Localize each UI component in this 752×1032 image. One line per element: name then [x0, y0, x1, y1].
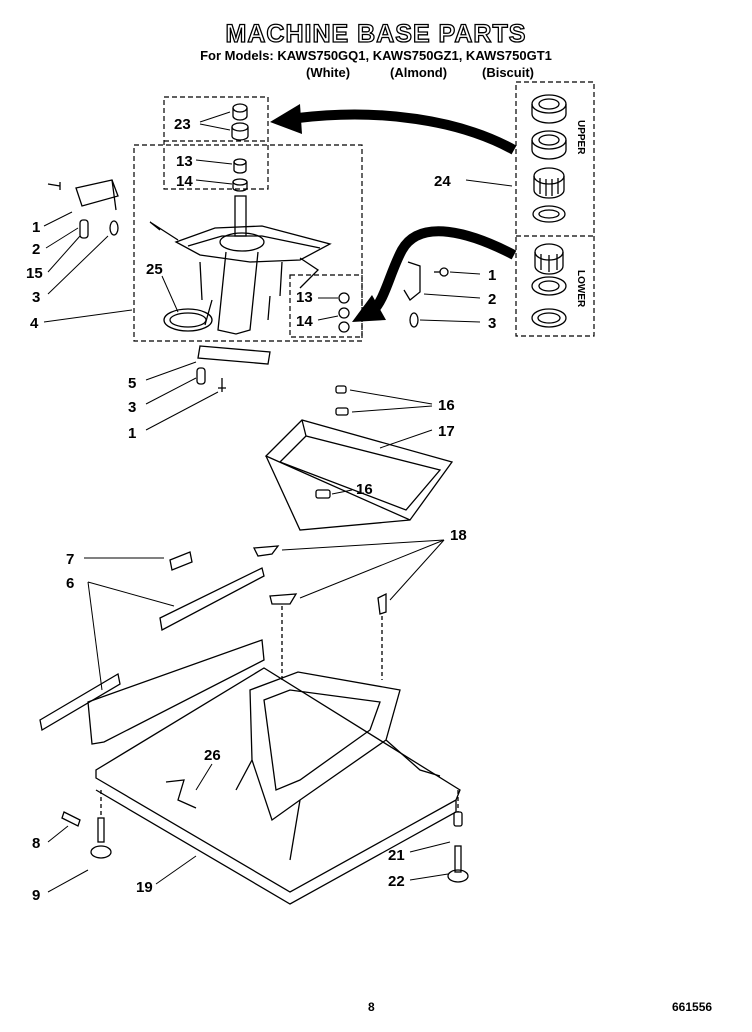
clamp-left	[47, 179, 119, 239]
document-number: 661556	[672, 1000, 713, 1014]
seal-ring	[533, 167, 565, 199]
frame-side-seal-box	[289, 274, 363, 338]
callout-25: 25	[146, 261, 163, 278]
callout-26: 26	[204, 747, 221, 764]
callout-3-right: 3	[488, 315, 496, 332]
seal-ring	[531, 276, 567, 296]
seal-kit-rings: UPPER LOWER	[531, 94, 586, 328]
transfer-arrows	[270, 104, 517, 322]
seal-label-upper: UPPER	[575, 120, 586, 155]
gearcase-assembly	[149, 195, 332, 335]
clamp-right	[403, 261, 449, 328]
callout-15: 15	[26, 265, 43, 282]
model-list: For Models: KAWS750GQ1, KAWS750GZ1, KAWS…	[200, 48, 552, 63]
callout-2-left: 2	[32, 241, 40, 258]
variant-white: (White)	[306, 65, 351, 80]
callout-22: 22	[388, 873, 405, 890]
machine-base	[61, 639, 469, 905]
leader-lines	[43, 111, 513, 893]
callout-9: 9	[32, 887, 40, 904]
callout-19: 19	[136, 879, 153, 896]
callout-3-mid: 3	[128, 399, 136, 416]
callout-16-top: 16	[438, 397, 455, 414]
callout-1-right: 1	[488, 267, 496, 284]
frame-seal-kit-box	[515, 81, 595, 337]
dashed-frames	[133, 81, 595, 342]
strap-assembly	[196, 345, 271, 392]
side-seal-stack	[338, 292, 350, 333]
gasket-ring	[163, 308, 213, 332]
seal-label-lower: LOWER	[575, 270, 586, 308]
seal-ring	[531, 308, 567, 328]
callout-7: 7	[66, 551, 74, 568]
drive-shaft	[234, 195, 247, 237]
variant-almond: (Almond)	[390, 65, 448, 80]
callout-21: 21	[388, 847, 405, 864]
callout-2-right: 2	[488, 291, 496, 308]
callout-24: 24	[434, 173, 451, 190]
frame-top-seal-box	[163, 96, 269, 190]
callout-8: 8	[32, 835, 40, 852]
page-number: 8	[368, 1000, 375, 1014]
callout-17: 17	[438, 423, 455, 440]
top-seal-stack	[231, 103, 249, 192]
hinge-parts	[39, 545, 387, 732]
support-frame	[264, 385, 454, 531]
frame-gearcase-box	[133, 144, 363, 342]
seal-ring	[532, 205, 566, 223]
arrow-upper-seals	[297, 109, 517, 155]
callout-13-top: 13	[176, 153, 193, 170]
seal-ring	[531, 94, 567, 124]
diagram-title: MACHINE BASE PARTS	[225, 19, 527, 48]
callout-18: 18	[450, 527, 467, 544]
callout-4: 4	[30, 315, 39, 332]
callout-1-mid: 1	[128, 425, 136, 442]
callout-1-left: 1	[32, 219, 40, 236]
callout-23: 23	[174, 116, 191, 133]
callout-5: 5	[128, 375, 136, 392]
callout-16-mid: 16	[356, 481, 373, 498]
callout-13-side: 13	[296, 289, 313, 306]
callout-14-top: 14	[176, 173, 193, 190]
variant-biscuit: (Biscuit)	[482, 65, 534, 80]
seal-ring	[531, 130, 567, 160]
arrow-lower-seals	[368, 226, 517, 316]
callout-numbers: 23 13 14 24 1 2 15 3 25 4 1 2 3 13 14 5 …	[26, 116, 496, 904]
seal-ring	[534, 243, 564, 275]
callout-6: 6	[66, 575, 74, 592]
callout-14-side: 14	[296, 313, 313, 330]
callout-3-left: 3	[32, 289, 40, 306]
